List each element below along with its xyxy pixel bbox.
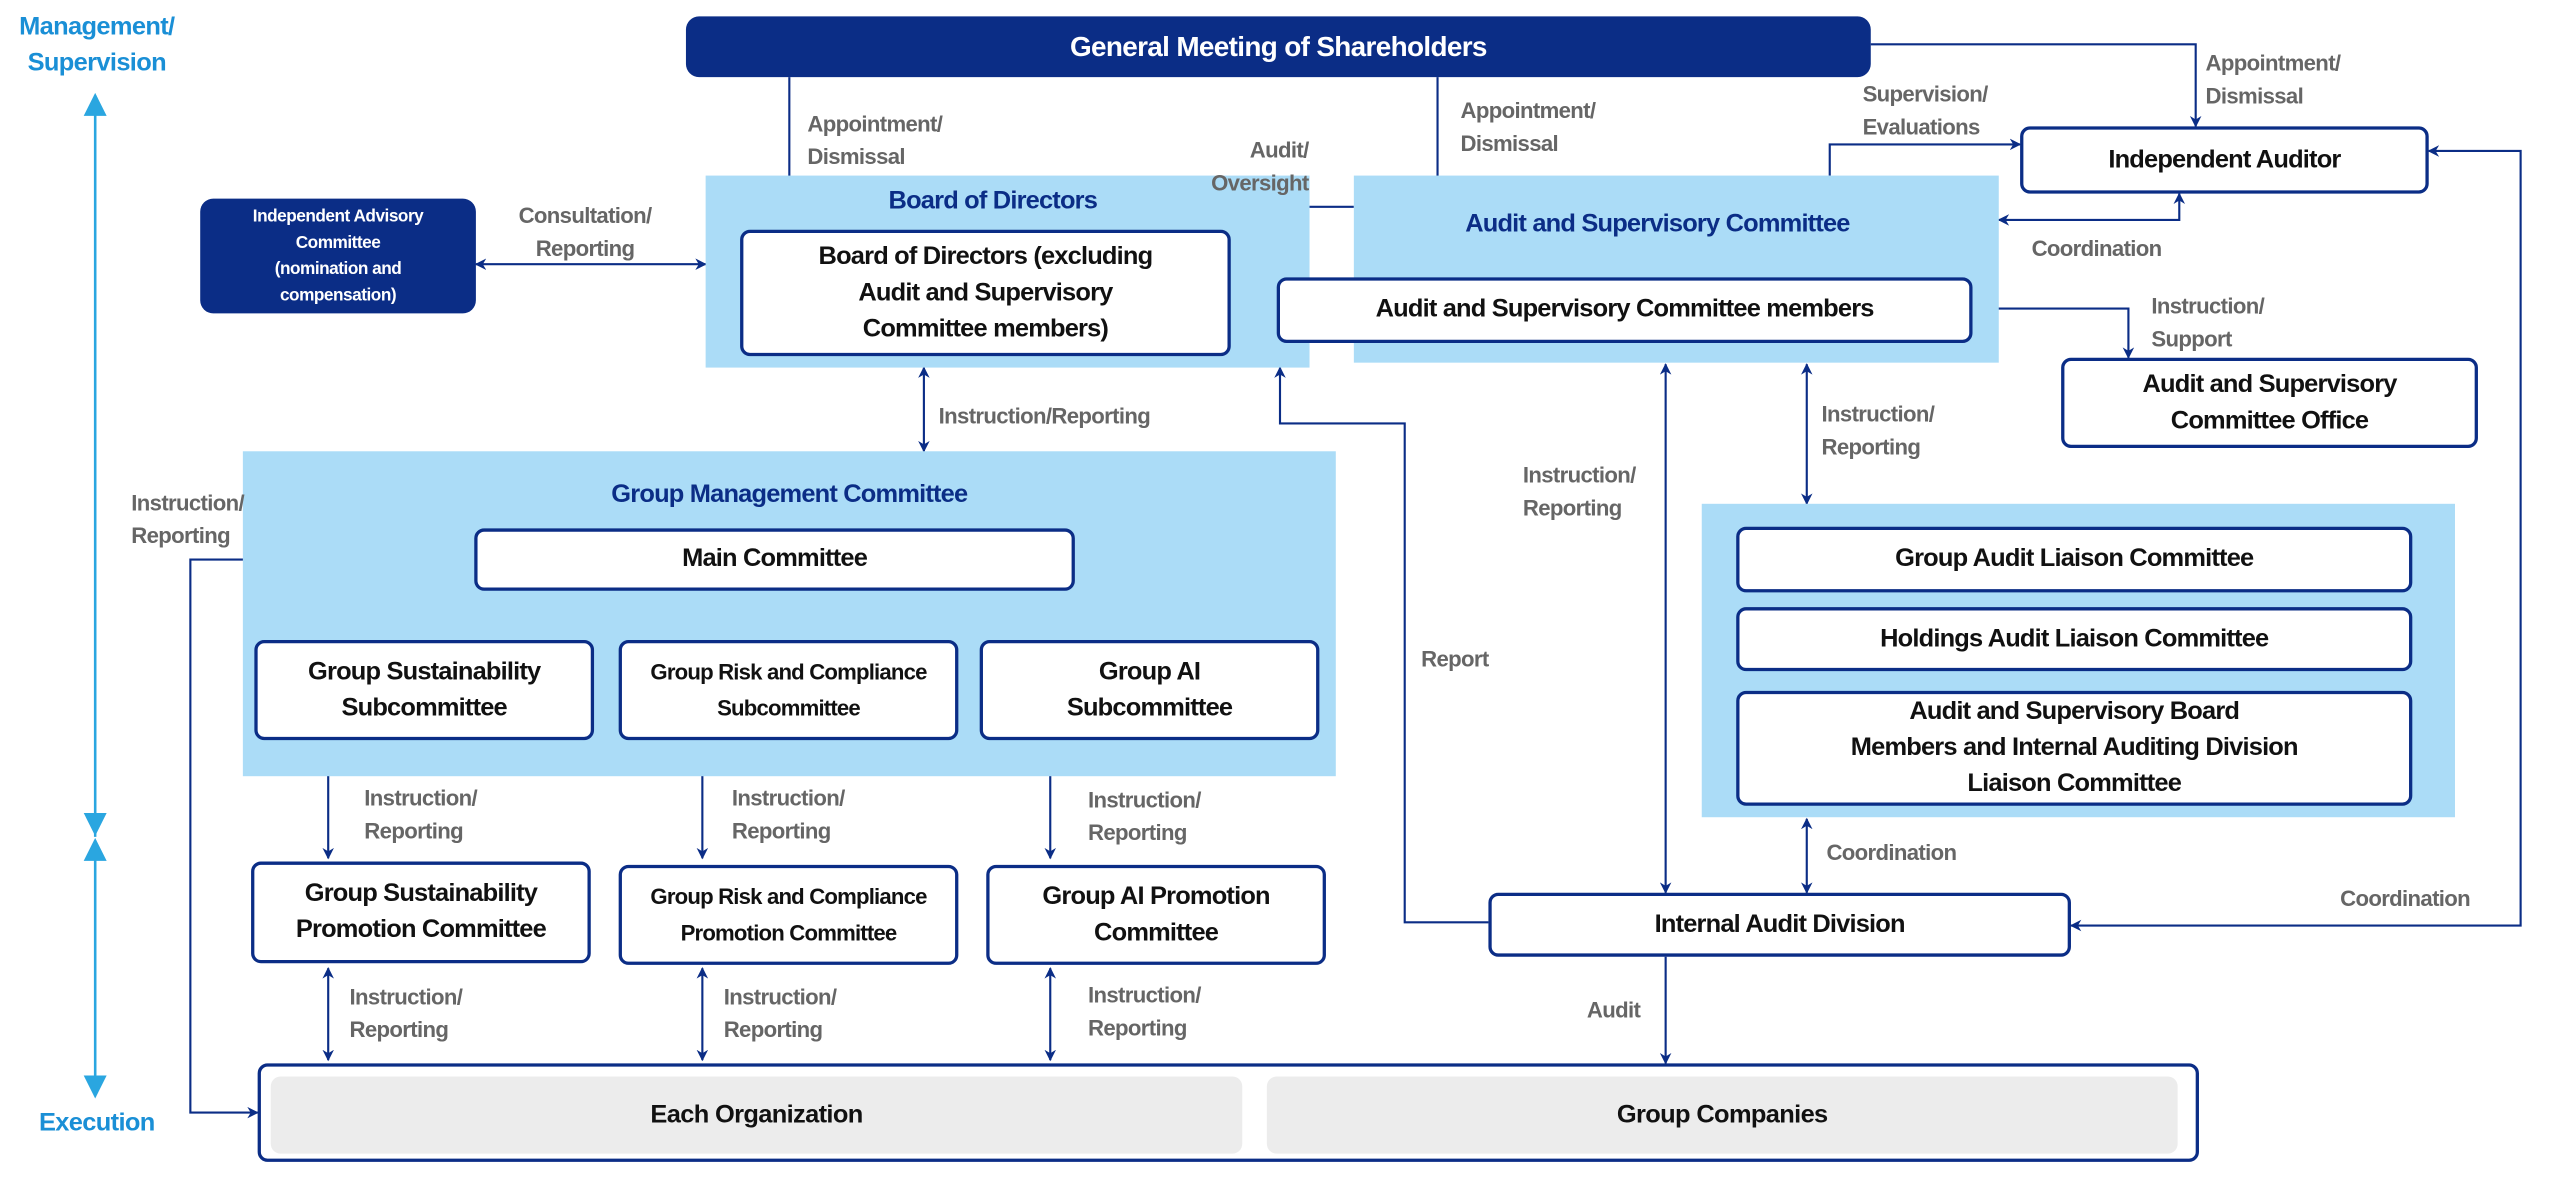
risk-compliance-promotion-box: Group Risk and Compliance Promotion Comm… <box>618 864 959 965</box>
general-meeting-box: General Meeting of Shareholders <box>685 16 1871 78</box>
asc-office-box: Audit and Supervisory Committee Office <box>2061 357 2478 449</box>
label-promo-instruction: Instruction/ Reporting <box>723 984 837 1043</box>
arrow-supervision <box>1828 138 2022 176</box>
audit-supervisory-committee-title: Audit and Supervisory Committee <box>1465 210 1850 238</box>
label-sub-instruction: Instruction/ Reporting <box>1088 787 1201 846</box>
label-coordination-auditor: Coordination <box>2031 236 2163 261</box>
label-appointment-auditor: Appointment/ Dismissal <box>2205 50 2342 109</box>
audit-supervisory-members-box: Audit and Supervisory Committee members <box>1276 277 1973 343</box>
label-instruction-asc: Instruction/ Reporting <box>1522 462 1636 521</box>
arrow-coordination-iad-auditor <box>2069 145 2522 932</box>
axis-label-management: Management/ Supervision <box>19 13 175 78</box>
each-organization-box: Each Organization <box>270 1076 1243 1154</box>
risk-compliance-subcommittee-box: Group Risk and Compliance Subcommittee <box>618 640 959 741</box>
label-instruction-left: Instruction/ Reporting <box>131 490 245 549</box>
group-companies-box: Group Companies <box>1266 1076 2178 1154</box>
arrow-coordination-auditor <box>1997 192 2186 226</box>
group-audit-liaison-box: Group Audit Liaison Committee <box>1736 526 2413 593</box>
label-audit-oversight: Audit/ Oversight <box>1211 137 1309 196</box>
label-promo-instruction: Instruction/ Reporting <box>349 984 463 1043</box>
label-appointment-asc: Appointment/ Dismissal <box>1460 98 1597 156</box>
label-promo-instruction: Instruction/ Reporting <box>1088 982 1201 1041</box>
label-coordination-iad: Coordination <box>2340 886 2471 911</box>
label-consultation: Consultation/ Reporting <box>518 203 653 261</box>
label-coordination-liaison: Coordination <box>1826 840 1957 865</box>
axis-label-execution: Execution <box>38 1109 155 1138</box>
arrow-gms-auditor <box>1870 43 2202 128</box>
ai-subcommittee-box: Group AI Subcommittee <box>979 640 1320 741</box>
ai-promotion-box: Group AI Promotion Committee <box>986 864 1326 965</box>
holdings-audit-liaison-box: Holdings Audit Liaison Committee <box>1736 607 2413 672</box>
sustainability-subcommittee-box: Group Sustainability Subcommittee <box>254 640 595 741</box>
board-of-directors-title: Board of Directors <box>888 187 1098 215</box>
label-instruction-support: Instruction/ Support <box>2151 293 2265 352</box>
label-report: Report <box>1421 646 1489 672</box>
board-internal-audit-liaison-box: Audit and Supervisory Board Members and … <box>1736 690 2413 806</box>
internal-audit-division-box: Internal Audit Division <box>1488 892 2071 957</box>
label-instruction-liaison: Instruction/ Reporting <box>1821 402 1935 460</box>
label-audit: Audit <box>1586 997 1641 1023</box>
independent-advisory-committee-box: Independent Advisory Committee (nominati… <box>200 198 476 314</box>
label-supervision: Supervision/ Evaluations <box>1862 82 1989 140</box>
label-sub-instruction: Instruction/ Reporting <box>731 786 845 844</box>
arrow-report <box>1274 366 1489 924</box>
main-committee-box: Main Committee <box>474 528 1075 591</box>
label-appointment-bod: Appointment/ Dismissal <box>807 111 943 170</box>
sustainability-promotion-box: Group Sustainability Promotion Committee <box>251 861 591 964</box>
label-sub-instruction: Instruction/ Reporting <box>364 786 478 844</box>
independent-auditor-box: Independent Auditor <box>2020 126 2429 194</box>
label-instruction-bod: Instruction/Reporting <box>938 403 1151 429</box>
board-of-directors-box: Board of Directors (excluding Audit and … <box>740 229 1231 357</box>
group-management-committee-title: Group Management Committee <box>611 480 968 509</box>
